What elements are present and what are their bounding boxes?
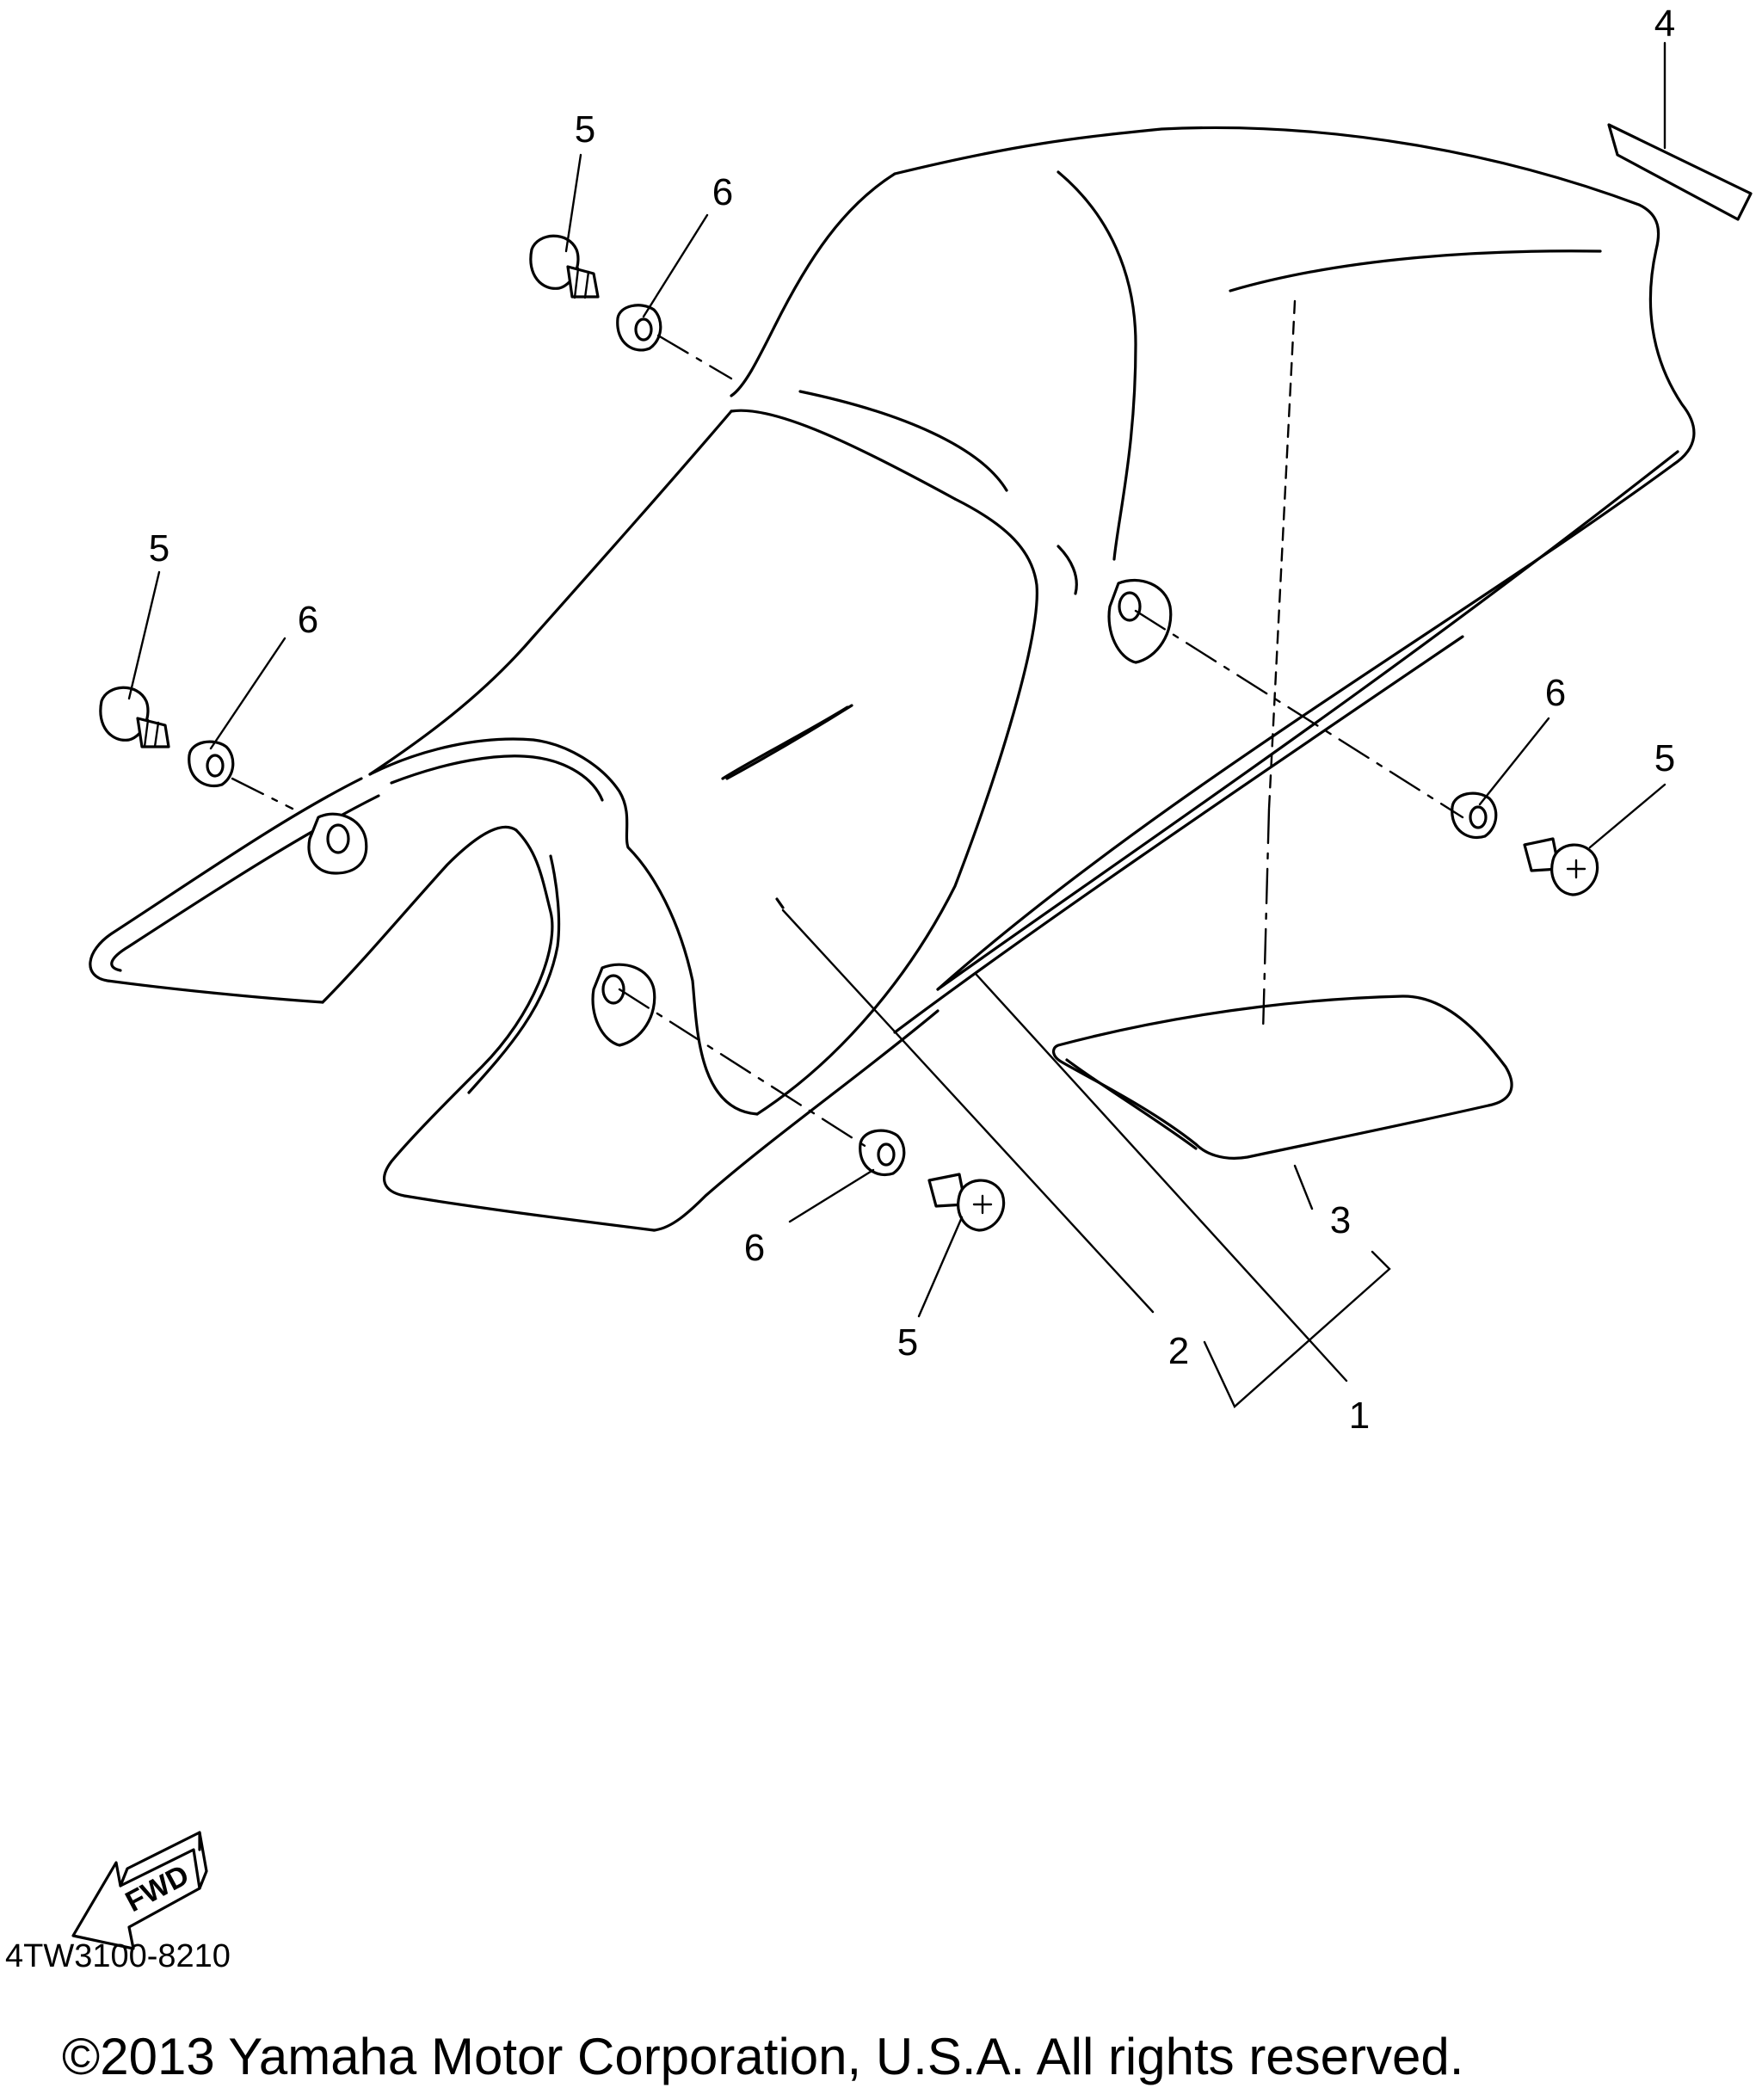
diagram-reference-code: 4TW3100-8210: [5, 1938, 231, 1974]
callout-6: 6: [298, 599, 318, 641]
leader-lines: [127, 41, 1667, 1408]
copyright-notice: ©2013 Yamaha Motor Corporation, U.S.A. A…: [62, 2028, 1464, 2085]
screw-5-top: [529, 234, 600, 299]
callout-5: 5: [1654, 737, 1675, 779]
callout-numbers: 4 5 6 5 6 6 5 3 6 5 2 1: [149, 3, 1675, 1437]
grommet-6-left: [188, 740, 235, 787]
callout-6: 6: [744, 1227, 765, 1269]
screw-5-bottom: [927, 1173, 1006, 1232]
part-3-pad: [1052, 995, 1513, 1160]
callout-4: 4: [1654, 3, 1675, 45]
seat-assembly: [89, 126, 1696, 1232]
forward-direction-arrow-icon: FWD: [71, 1831, 208, 1950]
callout-6: 6: [712, 171, 733, 213]
grommet-6-right: [1451, 791, 1498, 839]
callout-1: 1: [1349, 1395, 1370, 1437]
callout-5: 5: [897, 1321, 918, 1364]
grommet-6-bottom: [859, 1129, 906, 1176]
callout-3: 3: [1330, 1199, 1351, 1241]
part-4-strip: [1607, 123, 1753, 221]
assembly-center-lines: [231, 299, 1464, 1150]
screw-5-left: [99, 686, 170, 748]
callout-5: 5: [149, 527, 169, 570]
callout-6: 6: [1545, 672, 1566, 714]
grommet-6-top: [616, 304, 662, 352]
screw-5-right: [1523, 837, 1599, 896]
callout-2: 2: [1168, 1330, 1189, 1372]
callout-5: 5: [575, 108, 595, 151]
